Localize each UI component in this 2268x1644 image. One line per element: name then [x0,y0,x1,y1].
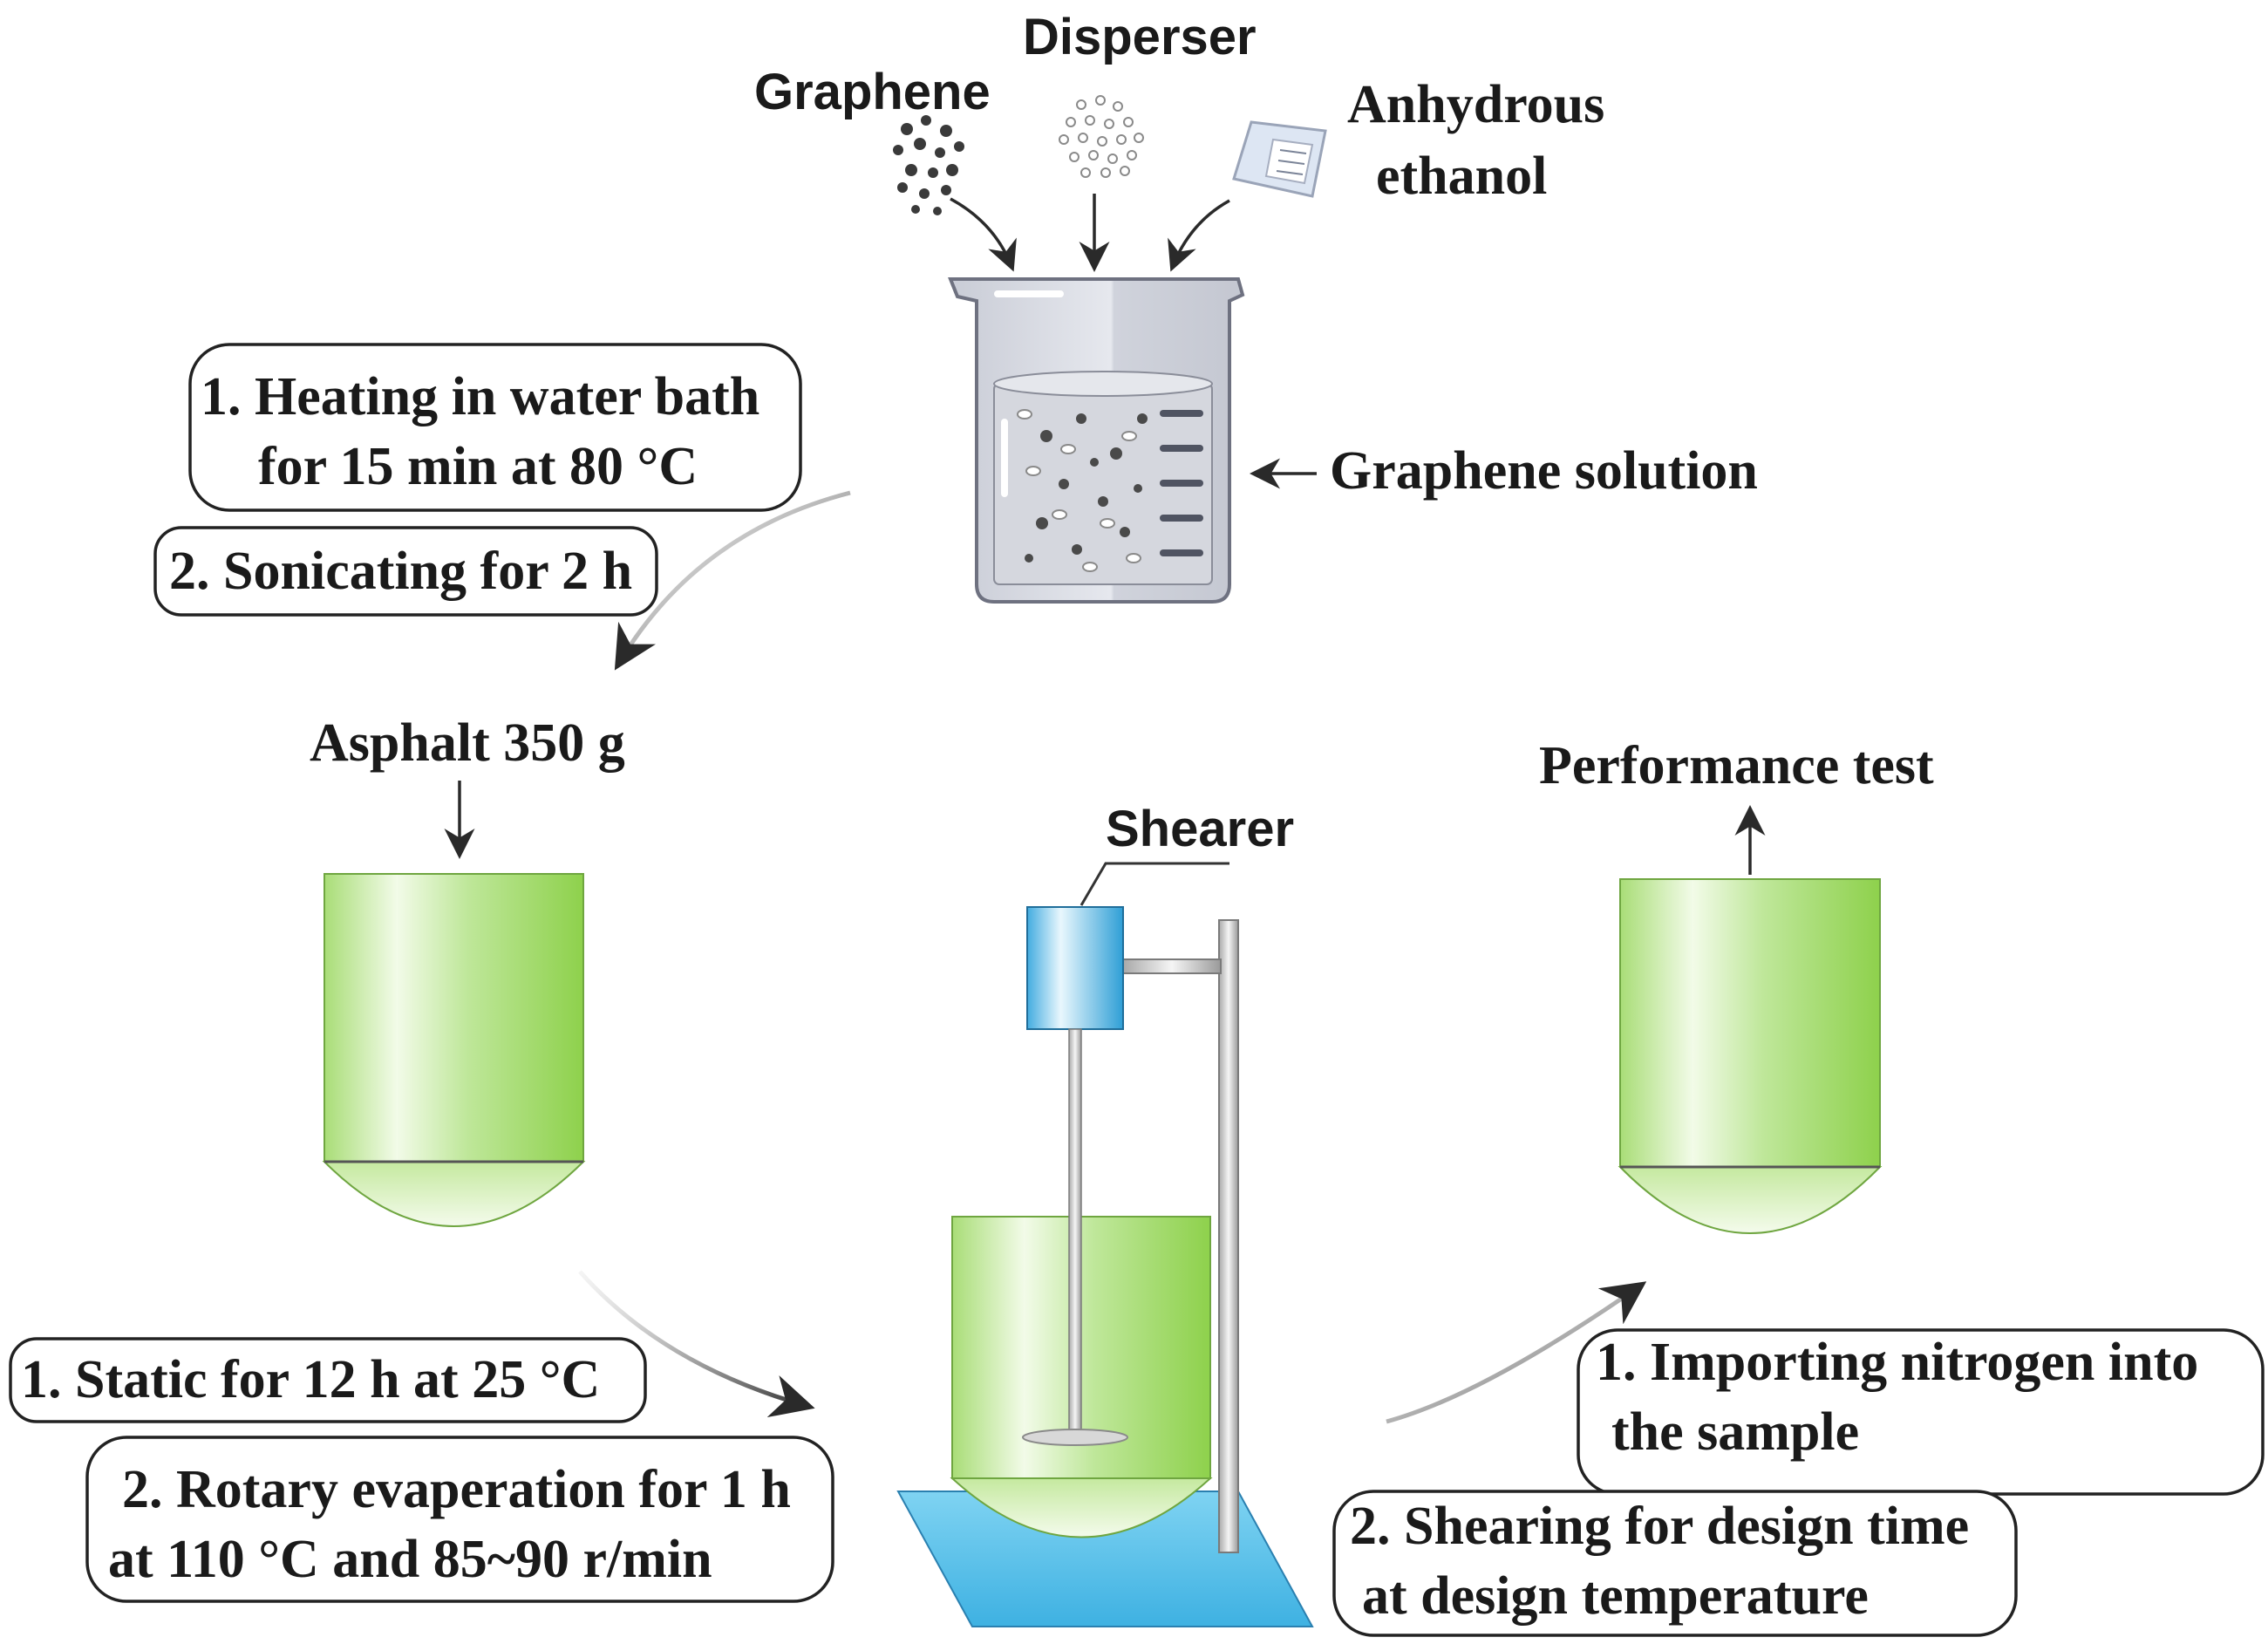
asphalt-to-shearer-arrow [578,1270,815,1418]
graphene-particles-icon [893,115,964,215]
performance-test-label: Performance test [1539,736,1934,795]
graphene-label: Graphene [754,64,991,120]
final-step-box-2: 2. Shearing for design time at design te… [1332,1490,2018,1637]
mix-step-box-1: 1. Static for 12 h at 25 °C [9,1337,647,1423]
graphene-solution-label: Graphene solution [1330,441,1758,501]
shearer-label: Shearer [1106,801,1294,857]
prep-step-1-line2: for 15 min at 80 °C [258,437,698,496]
graphene-arrow [950,197,1017,272]
ethanol-bottle-icon [1232,120,1327,198]
shearer-leader-line [1080,862,1229,906]
final-step-1-line2: the sample [1611,1402,1859,1462]
mix-step-box-2: 2. Rotary evaperation for 1 h at 110 °C … [85,1436,834,1603]
final-step-box-1: 1. Importing nitrogen into the sample [1577,1328,2265,1496]
prep-step-2: 2. Sonicating for 2 h [169,542,632,601]
shearer-apparatus [896,906,1314,1627]
shearer-shaft [1068,1028,1082,1436]
prep-step-box-2: 2. Sonicating for 2 h [153,526,658,617]
shearer-impeller [1022,1429,1128,1446]
shearer-to-final-arrow [1386,1281,1647,1424]
mix-step-2-line2: at 110 °C and 85~90 r/min [108,1530,712,1589]
asphalt-container [322,873,586,1227]
shearer-motor [1026,906,1124,1030]
final-container [1618,878,1883,1234]
prep-step-1-line1: 1. Heating in water bath [201,367,759,426]
asphalt-label: Asphalt 350 g [310,713,625,773]
prep-step-box-1: 1. Heating in water bath for 15 min at 8… [188,343,802,512]
beaker-icon [948,277,1245,604]
disperser-label: Disperser [1023,9,1257,65]
final-step-2-line2: at design temperature [1362,1566,1869,1626]
mix-step-1: 1. Static for 12 h at 25 °C [21,1350,600,1409]
ethanol-arrow [1168,199,1230,272]
final-step-1-line1: 1. Importing nitrogen into [1596,1333,2198,1392]
stand-pole [1218,919,1239,1553]
ethanol-label-line1: Anhydrous [1347,75,1604,134]
mix-step-2-line1: 2. Rotary evaperation for 1 h [122,1460,791,1519]
ethanol-label-line2: ethanol [1376,147,1547,206]
beaker-to-asphalt-arrow [614,490,851,671]
disperser-particles-icon [1059,95,1144,178]
stand-arm [1122,958,1222,974]
final-step-2-line1: 2. Shearing for design time [1350,1497,1969,1556]
